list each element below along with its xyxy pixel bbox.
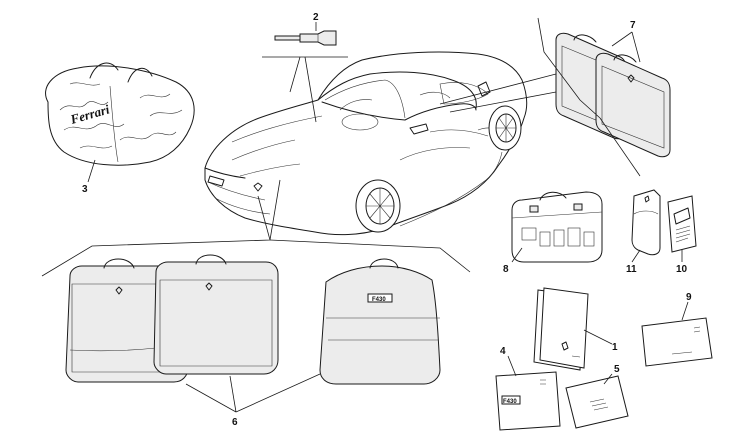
tool-kit-illustration xyxy=(511,191,603,263)
manual-badge: F430 xyxy=(503,399,517,405)
manual-1-illustration xyxy=(533,287,589,371)
callout-5: 5 xyxy=(614,364,620,375)
flashlight-illustration xyxy=(274,30,337,46)
callout-9: 9 xyxy=(686,292,692,303)
callout-7: 7 xyxy=(630,20,636,31)
leader-line-9 xyxy=(681,301,689,321)
leader-lines-7 xyxy=(439,17,641,177)
garment-bag-badge: F430 xyxy=(372,297,386,303)
manual-4-illustration: F430 xyxy=(495,371,561,431)
callout-8: 8 xyxy=(503,264,509,275)
car-cover-bag-illustration: Ferrari xyxy=(45,62,195,166)
car-illustration xyxy=(204,51,528,236)
callout-4: 4 xyxy=(500,346,506,357)
manual-5-illustration xyxy=(565,375,629,429)
luggage-set-6-illustration: F430 xyxy=(65,254,441,385)
manual-9-illustration xyxy=(641,317,713,367)
pouch-11-illustration xyxy=(631,189,661,256)
card-10-illustration xyxy=(667,195,697,253)
leader-line-11 xyxy=(631,249,641,263)
leader-line-3 xyxy=(87,159,96,183)
callout-11: 11 xyxy=(626,264,637,275)
leader-line-8 xyxy=(511,247,523,263)
leader-line-1 xyxy=(583,329,613,345)
leader-lines-6 xyxy=(41,179,471,413)
callout-2: 2 xyxy=(313,12,319,23)
luggage-set-7-illustration xyxy=(555,32,671,158)
leader-lines-2 xyxy=(262,22,348,123)
callout-10: 10 xyxy=(676,264,688,275)
callout-6: 6 xyxy=(232,417,238,428)
callout-3: 3 xyxy=(82,184,88,195)
callout-1: 1 xyxy=(612,342,618,353)
leader-line-4 xyxy=(507,355,517,377)
leader-line-5 xyxy=(603,373,613,385)
